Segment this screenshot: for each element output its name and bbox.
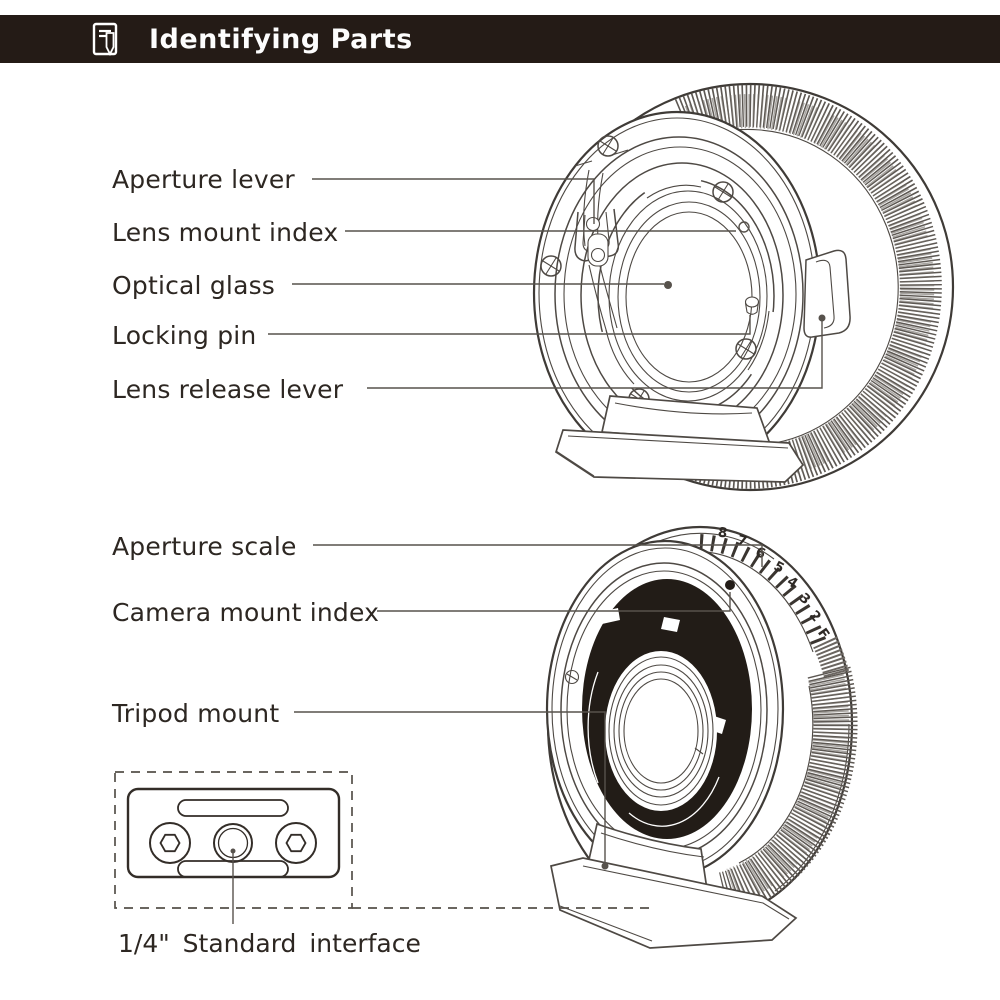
- label-locking-pin: Locking pin: [112, 321, 257, 350]
- top-mount-screws: [540, 135, 757, 410]
- aperture-scale-mark: 8: [717, 524, 729, 541]
- label-optical-glass: Optical glass: [112, 271, 276, 300]
- label-aperture-lever: Aperture lever: [112, 165, 295, 194]
- lens-release-lever-part: [803, 249, 851, 338]
- label-quarter-inch-interface: 1/4" Standard interface: [118, 929, 421, 958]
- screw: [735, 338, 757, 360]
- leader-dot: [230, 848, 236, 854]
- lens-mount-index-nub: [738, 221, 750, 233]
- leader-dot: [818, 314, 826, 322]
- leader-camera-mount-index: [377, 592, 731, 612]
- leader-dot: [664, 281, 672, 289]
- top-optical-glass-edge: [617, 201, 761, 393]
- bottom-knurl-grip: [718, 636, 858, 916]
- screw: [564, 669, 580, 685]
- bottom-figure-adapter-camera-side: 8 7 6 5 4 3 2 F: [545, 524, 858, 949]
- page-title: Identifying Parts: [149, 23, 413, 55]
- screw: [597, 135, 619, 157]
- locking-pin-part: [744, 296, 760, 315]
- leader-lens-release-lever: [367, 321, 823, 389]
- top-figure-adapter-lens-side: [532, 82, 955, 492]
- leader-lines: [230, 178, 826, 924]
- knurl-crosshatch-segment: [813, 636, 850, 680]
- leader-tripod-mount: [294, 711, 606, 864]
- bottom-mount-face: [545, 539, 785, 879]
- black-inner-ring: [582, 579, 752, 839]
- camera-mount-index-dot: [725, 580, 735, 590]
- document-pencil-icon: [92, 22, 118, 56]
- tripod-stand: [550, 822, 798, 949]
- plate-screw-right: [275, 822, 317, 864]
- leader-aperture-scale: [313, 544, 763, 567]
- leader-locking-pin: [268, 315, 751, 335]
- leader-dot: [601, 862, 609, 870]
- section-header: Identifying Parts: [0, 15, 1000, 63]
- top-display-stand: [554, 395, 805, 483]
- label-lens-release-lever: Lens release lever: [112, 375, 344, 404]
- plate-screw-left: [149, 822, 191, 864]
- screw: [540, 255, 562, 277]
- label-lens-mount-index: Lens mount index: [112, 218, 339, 247]
- label-camera-mount-index: Camera mount index: [112, 598, 380, 627]
- screw: [712, 181, 734, 203]
- label-tripod-mount: Tripod mount: [112, 699, 280, 728]
- aperture-lever-part: [574, 169, 620, 334]
- inset-dashed-box: [114, 771, 353, 909]
- leader-aperture-lever: [312, 178, 595, 224]
- label-aperture-scale: Aperture scale: [112, 532, 297, 561]
